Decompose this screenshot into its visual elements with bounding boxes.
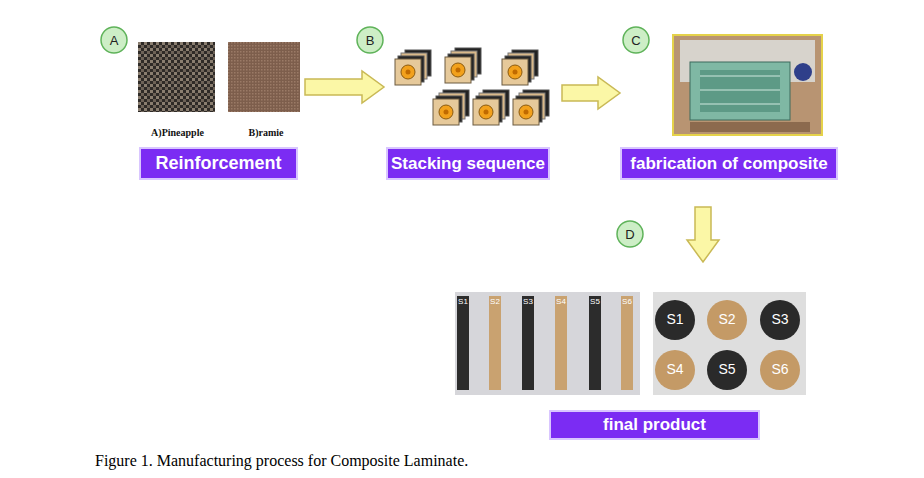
specimen-label: S3 — [765, 311, 795, 327]
specimen-label: S5 — [585, 297, 605, 306]
strip-photo — [455, 292, 640, 395]
disc-photo — [653, 292, 806, 395]
flow-arrow — [562, 77, 620, 109]
strip-photo — [457, 296, 469, 390]
stage-label: Stacking sequence — [386, 147, 550, 180]
stage-label: Reinforcement — [139, 147, 298, 180]
disc-photo — [655, 300, 695, 340]
flow-arrow — [305, 71, 384, 103]
disc-photo — [760, 300, 800, 340]
specimen-label: S5 — [712, 361, 742, 377]
specimen-label: S1 — [453, 297, 473, 306]
specimen-label: S6 — [765, 361, 795, 377]
stacking-illustration — [395, 48, 549, 125]
fabrication-photo — [673, 35, 822, 135]
fabrication-photo — [690, 62, 790, 120]
disc-photo — [760, 350, 800, 390]
circle-outline — [623, 27, 649, 53]
fabrication-photo — [690, 122, 810, 132]
strip-photo — [555, 296, 567, 390]
strip-photo — [489, 296, 501, 390]
fabrication-photo — [700, 104, 780, 105]
step-letter: C — [631, 33, 640, 48]
fabrication-photo — [700, 70, 780, 112]
fabric-label: B)ramie — [226, 127, 306, 138]
circle-outline — [101, 27, 127, 53]
fabrication-photo — [794, 63, 812, 81]
stack-symbol — [473, 90, 509, 125]
strip-photo — [455, 292, 640, 395]
fabric-label: A)Pineapple — [130, 127, 225, 138]
step-letter: A — [110, 33, 119, 48]
process-stage: Stacking sequence — [384, 40, 562, 182]
specimen-label: S2 — [712, 311, 742, 327]
strip-photo — [522, 296, 534, 390]
step-letter-circle: B — [356, 26, 384, 54]
strip-photo — [621, 296, 633, 390]
fabrication-photo — [673, 35, 822, 135]
step-letter: D — [625, 227, 634, 242]
stack-symbol — [502, 50, 538, 85]
specimen-label: S4 — [660, 361, 690, 377]
stack-symbol — [395, 50, 431, 85]
stack-symbol — [445, 48, 481, 83]
step-letter-circle: C — [622, 26, 650, 54]
stage-label: final product — [549, 410, 760, 440]
flow-arrow — [687, 207, 719, 262]
strip-photo — [589, 296, 601, 390]
step-letter-circle: A — [100, 26, 128, 54]
process-stage: final product — [455, 262, 806, 442]
stack-symbol — [433, 90, 469, 125]
stack-symbol — [513, 90, 549, 125]
process-stage: fabrication of composite — [620, 30, 838, 207]
fabrication-photo — [680, 40, 815, 82]
specimen-label: S6 — [617, 297, 637, 306]
step-letter: B — [366, 33, 375, 48]
disc-photo — [707, 300, 747, 340]
circle-outline — [357, 27, 383, 53]
process-stage: Reinforcement — [139, 40, 305, 182]
disc-photo — [653, 292, 806, 395]
figure-caption: Figure 1. Manufacturing process for Comp… — [95, 452, 468, 470]
stage-label: fabrication of composite — [620, 147, 838, 180]
step-letter-circle: D — [616, 220, 644, 248]
fabrication-photo — [700, 76, 780, 77]
specimen-label: S3 — [518, 297, 538, 306]
specimen-label: S4 — [551, 297, 571, 306]
disc-photo — [707, 350, 747, 390]
specimen-label: S2 — [485, 297, 505, 306]
ramie-fabric — [228, 42, 300, 112]
specimen-label: S1 — [660, 311, 690, 327]
circle-outline — [617, 221, 643, 247]
disc-photo — [655, 350, 695, 390]
fabrication-photo — [700, 90, 780, 91]
pineapple-fabric — [138, 42, 215, 112]
